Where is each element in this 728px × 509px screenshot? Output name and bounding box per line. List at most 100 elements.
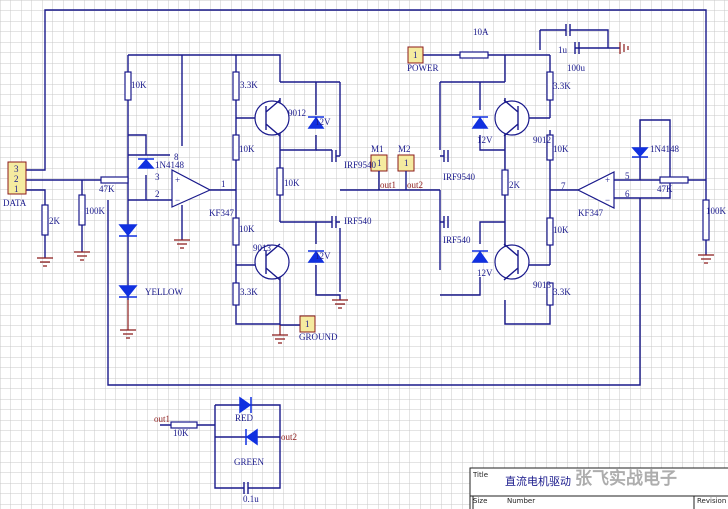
right-c1-label: 1u xyxy=(558,45,568,55)
led-diode xyxy=(118,224,138,237)
resistor xyxy=(232,71,240,101)
capacitor-0-1u xyxy=(240,482,256,494)
data-connector xyxy=(7,161,27,195)
right-r-33k-top-label: 3.3K xyxy=(553,81,571,91)
left-pin8-label: 8 xyxy=(174,152,179,162)
mosfet-right xyxy=(440,150,449,228)
svg-text:+: + xyxy=(605,175,610,185)
resistor xyxy=(78,194,86,226)
right-r-33k-bot-label: 3.3K xyxy=(553,287,571,297)
resistor xyxy=(702,199,710,241)
connectors-m1-name-label: M1 xyxy=(371,144,384,154)
ground-symbols xyxy=(37,42,714,344)
opamp-left xyxy=(171,169,212,208)
resistor xyxy=(276,167,284,196)
zener-diode xyxy=(307,116,325,129)
right-z-top-label: 12V xyxy=(477,135,493,145)
indicator-labels: out1 10K RED out2 GREEN 0.1u xyxy=(154,413,297,504)
svg-text:+: + xyxy=(175,175,180,185)
resistor xyxy=(501,169,509,196)
left-r-33k-bot-label: 3.3K xyxy=(240,287,258,297)
right-diode-label: 1N4148 xyxy=(650,144,679,154)
opamp-right xyxy=(576,171,615,209)
connectors-m1-pin-label: 1 xyxy=(377,158,382,168)
zener-diode xyxy=(471,250,489,263)
left-led-label: YELLOW xyxy=(145,287,183,297)
right-pin6-label: 6 xyxy=(625,189,630,199)
left-pin3-label: 3 xyxy=(155,172,160,182)
diode-1n4148 xyxy=(631,147,649,158)
right-mos-top-label: IRF9540 xyxy=(443,172,476,182)
ground-connector xyxy=(299,315,316,333)
right-mos-bot-label: IRF540 xyxy=(443,235,471,245)
title-block-title-label-label: Title xyxy=(472,471,488,479)
right-r-mid-label: 2K xyxy=(509,180,521,190)
connectors-power-name-label: POWER xyxy=(407,63,439,73)
title-block-revision-label-label: Revision xyxy=(697,497,726,505)
left-labels: 10K 3.3K 9012 12V 10K IRF9540 10K 1N4148… xyxy=(49,80,377,297)
right-fuse-label: 10A xyxy=(473,27,489,37)
connectors-data-pins-2-label: 1 xyxy=(14,184,19,194)
npn-transistor-9013 xyxy=(494,244,530,280)
indicator-in-net-label: out1 xyxy=(154,414,170,424)
capacitor-1u xyxy=(540,24,590,36)
title-block: Title 直流电机驱动 Size Number Revision 张飞实战电子 xyxy=(469,467,728,509)
left-r100k-label: 100K xyxy=(85,206,106,216)
left-z-top-label: 12V xyxy=(315,117,331,127)
title-block-number-label-label: Number xyxy=(507,497,535,505)
right-opamp-label: KF347 xyxy=(578,208,604,218)
transistors xyxy=(254,99,530,281)
right-r-10k-a-label: 10K xyxy=(553,144,569,154)
power-connector xyxy=(407,46,424,64)
right-pot-label: 47K xyxy=(657,184,673,194)
data-label: DATA xyxy=(3,198,27,208)
indicator-led-green-label: GREEN xyxy=(234,457,264,467)
left-pin1-label: 1 xyxy=(221,179,226,189)
svg-text:−: − xyxy=(605,195,610,205)
left-r-top-label: 10K xyxy=(131,80,147,90)
connectors-ground-name-label: GROUND xyxy=(299,332,338,342)
mosfet-left xyxy=(331,150,340,228)
left-r-33k-top-label: 3.3K xyxy=(240,80,258,90)
connectors-m2-pin-label: 1 xyxy=(404,158,409,168)
left-q-bot-label: 9013 xyxy=(253,243,272,253)
indicator-cap-label: 0.1u xyxy=(243,494,259,504)
connectors-m2-net-label: out2 xyxy=(407,180,423,190)
resistor xyxy=(170,421,198,429)
left-mos-top-label: IRF9540 xyxy=(344,160,377,170)
led-green xyxy=(245,428,258,446)
left-r-10k-b-label: 10K xyxy=(239,224,255,234)
title-block-size-label-label: Size xyxy=(473,497,487,505)
watermark: 张飞实战电子 xyxy=(575,468,677,489)
zener-diode xyxy=(307,250,325,263)
connectors-m2-name-label: M2 xyxy=(398,144,411,154)
capacitor-100u xyxy=(574,42,580,54)
connectors-data-pins-0-label: 3 xyxy=(14,164,19,174)
left-pin2-label: 2 xyxy=(155,189,160,199)
connectors-power-pin-label: 1 xyxy=(413,50,418,60)
left-opamp-label: KF347 xyxy=(209,208,235,218)
resistor xyxy=(546,71,554,101)
resistors xyxy=(41,51,710,429)
npn-transistor-9013 xyxy=(254,244,290,280)
led-yellow xyxy=(118,285,138,298)
connectors-data-pins-1-label: 2 xyxy=(14,174,19,184)
left-r-mid-label: 10K xyxy=(284,178,300,188)
right-q-bot-label: 9013 xyxy=(533,280,552,290)
svg-text:−: − xyxy=(175,195,180,205)
indicator-r-label: 10K xyxy=(173,428,189,438)
connectors-m1-net-label: out1 xyxy=(380,180,396,190)
led-red xyxy=(239,396,252,414)
resistor xyxy=(232,134,240,161)
left-r2k-label: 2K xyxy=(49,216,61,226)
pnp-transistor-9012 xyxy=(494,100,530,136)
right-z-bot-label: 12V xyxy=(477,268,493,278)
left-r-10k-a-label: 10K xyxy=(239,144,255,154)
left-pot-label: 47K xyxy=(99,184,115,194)
right-labels: 10A 1u 100u 3.3K 12V 9012 10K 1N4148 IRF… xyxy=(443,27,727,297)
wires xyxy=(26,9,707,489)
resistor xyxy=(546,282,554,306)
resistor xyxy=(232,282,240,306)
